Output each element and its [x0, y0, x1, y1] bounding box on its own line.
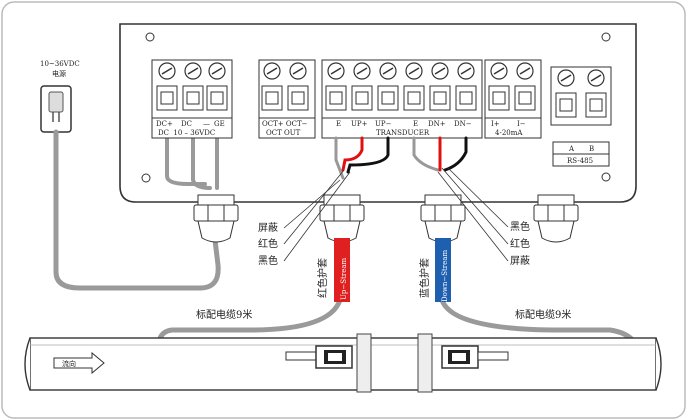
pipe-clamp-left — [356, 333, 372, 393]
terminal-screw-2 — [182, 62, 204, 111]
left-black-wire — [346, 136, 390, 174]
terminal-screw-1 — [156, 62, 178, 111]
terminal-screw-6 — [325, 62, 347, 111]
oct-top-label: OCT+ OCT− — [262, 120, 308, 128]
left-stream-label: Up−Stream — [340, 257, 348, 300]
power-voltage-label: 10~36VDC — [40, 60, 80, 68]
transducer-bottom-label: TRANSDUCER — [376, 129, 430, 137]
terminal-screw-13 — [514, 62, 536, 111]
power-adapter-plug — [48, 91, 64, 113]
right-stream-label: Down−Stream — [441, 250, 449, 302]
cable-label-left: 标配电缆9米 — [196, 308, 252, 321]
rs485-screw-2 — [585, 69, 607, 118]
left-red-wire — [341, 136, 364, 172]
terminal-screw-9 — [403, 62, 425, 111]
left-jacket-label: 红色护套 — [316, 258, 329, 298]
power-label: 电源 — [52, 69, 66, 78]
terminal-screw-12 — [488, 62, 510, 111]
right-label-shield: 屏蔽 — [510, 255, 530, 267]
left-sheath — [334, 238, 350, 302]
dc-label-1: DC+ — [156, 120, 173, 128]
rs485-label-a: A — [568, 145, 575, 153]
terminal-screw-11 — [455, 62, 477, 111]
dc-label-3: — — [203, 120, 210, 128]
tr-label-e2: E — [413, 120, 418, 128]
terminal-block-transducer — [321, 59, 483, 139]
right-shield-wire — [412, 136, 440, 172]
transducer-wires — [334, 136, 468, 180]
left-shield-wire — [334, 136, 345, 180]
power-input-wire-2 — [191, 136, 212, 190]
mounting-hole-tr — [601, 32, 611, 42]
tr-label-up-minus: UP− — [375, 120, 392, 128]
cable-gland-downstream — [420, 194, 466, 243]
dc-label-4: GE — [214, 120, 225, 128]
right-jacket-label: 蓝色护套 — [418, 258, 431, 298]
oct-bottom-label: OCT OUT — [266, 129, 301, 137]
terminal-screw-7 — [351, 62, 373, 111]
transducer-downstream — [441, 345, 509, 369]
tr-label-dn-minus: DN− — [454, 120, 472, 128]
right-black-wire — [443, 136, 468, 172]
label-leader-lines — [283, 167, 509, 262]
flow-label: 流向 — [62, 359, 76, 368]
flow-arrow-icon — [53, 351, 105, 375]
rs485-label-b: B — [589, 145, 594, 153]
transducer-upstream — [285, 345, 353, 369]
terminal-screw-8 — [377, 62, 399, 111]
left-label-shield: 屏蔽 — [258, 222, 278, 234]
dc-label-2: DC — [181, 120, 192, 128]
power-input-wire-1 — [165, 136, 207, 186]
current-label-plus: I+ — [491, 120, 500, 128]
cable-gland-power — [193, 194, 239, 243]
tr-label-dn-plus: DN+ — [428, 120, 446, 128]
terminal-screw-4 — [261, 62, 283, 111]
mounting-hole-br — [601, 172, 611, 182]
left-label-black: 黑色 — [258, 254, 278, 267]
rs485-bottom-label: RS-485 — [567, 157, 593, 165]
mounting-hole-tl — [145, 32, 155, 42]
power-cable — [53, 129, 221, 291]
cable-label-right: 标配电缆9米 — [515, 308, 571, 321]
mounting-hole-bl — [141, 173, 151, 183]
right-sheath — [435, 238, 451, 302]
current-bottom-label: 4-20mA — [495, 129, 523, 137]
cable-gland-spare — [533, 194, 579, 243]
terminal-screw-5 — [287, 62, 309, 111]
tr-label-up-plus: UP+ — [351, 120, 368, 128]
left-label-red: 红色 — [258, 237, 278, 250]
dc-bottom-label: DC 10 – 36VDC — [158, 129, 215, 137]
terminal-screw-3 — [206, 62, 228, 111]
terminal-screws — [156, 62, 607, 118]
rs485-screw-1 — [555, 69, 577, 118]
current-label-minus: I− — [517, 120, 526, 128]
terminal-screw-10 — [429, 62, 451, 111]
tr-label-e1: E — [336, 120, 341, 128]
right-label-black: 黑色 — [510, 220, 530, 233]
right-label-red: 红色 — [510, 237, 530, 250]
pipe-clamp-right — [417, 333, 433, 393]
